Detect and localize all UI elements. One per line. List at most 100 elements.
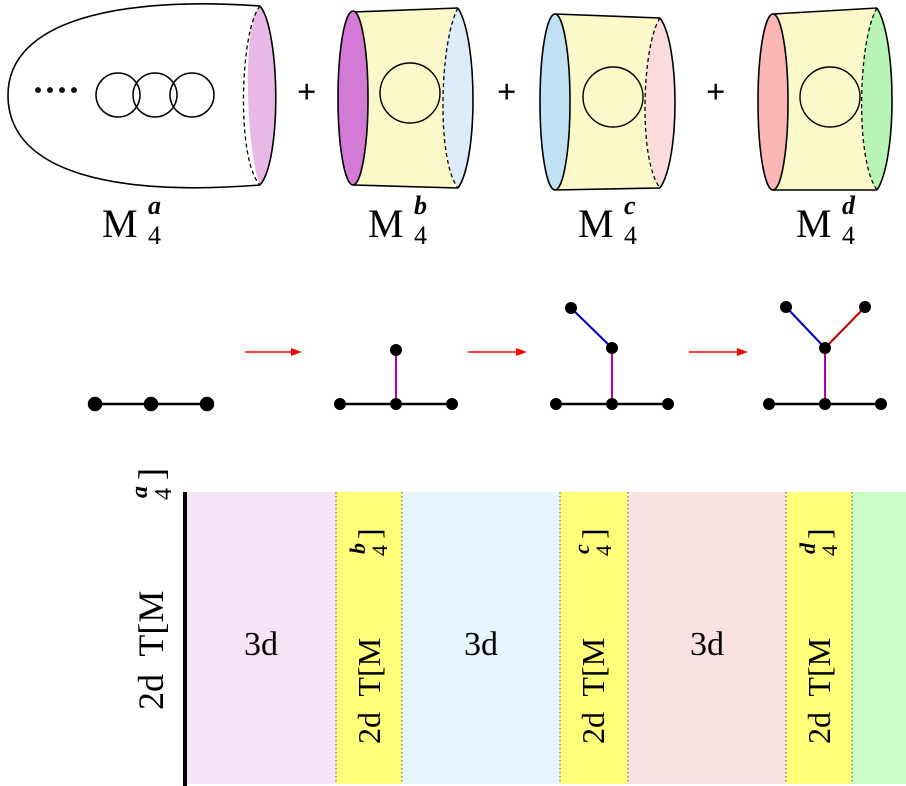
svg-text:M: M <box>578 201 614 246</box>
svg-text:a: a <box>127 486 153 498</box>
svg-text:4: 4 <box>817 545 842 556</box>
band-dividers <box>335 492 853 784</box>
graph-node <box>446 398 458 410</box>
band-3d-2 <box>402 492 560 784</box>
svg-text:2d T[M: 2d T[M <box>351 638 387 744</box>
graph-node <box>780 301 792 313</box>
graph-node <box>390 398 402 410</box>
svg-text:4: 4 <box>148 221 161 250</box>
piece-a-body <box>7 3 261 189</box>
label-piece-a: M a 4 <box>102 191 161 250</box>
band-2d-d <box>786 492 852 784</box>
piece-a-dots: ···· <box>32 70 80 110</box>
piece-b-left-cap <box>337 10 369 186</box>
svg-text:M: M <box>368 201 404 246</box>
label-piece-d: M d 4 <box>796 191 856 250</box>
plus-sign-2: + <box>497 74 516 111</box>
strip: 3d 3d 3d 2d T[M 4 a ] 2d T[M 4 b ] 2d T[… <box>127 468 906 786</box>
svg-text:4: 4 <box>367 545 392 556</box>
graph-node <box>819 342 831 354</box>
svg-text:]: ] <box>575 528 611 539</box>
band-3d-3-label: 3d <box>690 626 724 663</box>
piece-c-tube <box>555 14 675 190</box>
piece-b-tube <box>353 8 473 188</box>
piece-b <box>337 7 474 189</box>
graph-3 <box>550 302 674 410</box>
plus-sign-3: + <box>706 74 725 111</box>
graph-node <box>199 396 215 412</box>
band-3d-1 <box>186 492 336 784</box>
piece-a: ···· <box>7 3 277 189</box>
arrow-3 <box>689 348 748 356</box>
graph-2 <box>334 344 458 410</box>
graph-node <box>763 398 775 410</box>
graph-node <box>143 396 159 412</box>
svg-text:2d T[M: 2d T[M <box>131 591 171 710</box>
band-end <box>852 492 906 784</box>
piece-d-right-cap-back <box>860 7 878 191</box>
piece-b-loop <box>379 62 441 124</box>
graph-node <box>606 342 618 354</box>
band-2d-b <box>336 492 402 784</box>
torus-handle-2 <box>132 72 178 118</box>
graph-4 <box>763 301 887 410</box>
svg-text:4: 4 <box>842 221 855 250</box>
svg-text:d: d <box>795 542 820 554</box>
graph-node <box>565 302 577 314</box>
band-2d-d-label: 2d T[M 4 d ] <box>795 528 842 744</box>
piece-c <box>539 13 676 191</box>
svg-text:b: b <box>414 191 427 220</box>
plus-sign-1: + <box>297 74 316 111</box>
piece-c-outline <box>554 13 676 191</box>
piece-d-loop <box>799 66 861 128</box>
piece-b-right-cap-back <box>442 7 459 189</box>
svg-text:]: ] <box>351 528 387 539</box>
svg-text:a: a <box>148 191 161 220</box>
svg-text:c: c <box>569 544 594 554</box>
piece-b-right-cap <box>442 8 473 188</box>
torus-handle-3 <box>169 72 215 118</box>
piece-d-right-cap <box>861 8 892 190</box>
svg-text:b: b <box>345 543 370 554</box>
label-piece-b: M b 4 <box>368 191 427 250</box>
band-3d-3 <box>628 492 786 784</box>
piece-b-outline <box>352 7 474 189</box>
piece-c-right-cap-back <box>644 17 661 189</box>
piece-a-cap-front <box>259 5 277 186</box>
piece-c-left-cap <box>539 13 571 191</box>
svg-text:d: d <box>842 191 856 220</box>
graph-node <box>390 344 402 356</box>
svg-text:4: 4 <box>414 221 427 250</box>
graph-node <box>819 398 831 410</box>
piece-d <box>757 7 893 191</box>
svg-text:4: 4 <box>624 221 637 250</box>
piece-d-left-cap <box>757 13 789 191</box>
band-3d-1-label: 3d <box>244 626 278 663</box>
piece-c-loop <box>582 66 644 128</box>
svg-text:c: c <box>624 191 636 220</box>
band-2d-c <box>560 492 628 784</box>
graph-node <box>606 398 618 410</box>
arrow-2 <box>468 348 527 356</box>
torus-handle-1 <box>95 72 141 118</box>
svg-text:2d T[M: 2d T[M <box>575 638 611 744</box>
svg-text:M: M <box>102 201 138 246</box>
graph-node <box>875 398 887 410</box>
svg-text:M: M <box>796 201 832 246</box>
piece-a-cap <box>247 6 276 185</box>
arrow-1 <box>245 348 302 356</box>
graph-1 <box>87 396 215 412</box>
piece-d-tube <box>773 8 892 190</box>
piece-d-outline <box>772 7 893 191</box>
svg-text:]: ] <box>131 468 171 480</box>
svg-text:]: ] <box>801 528 837 539</box>
graph-node <box>859 301 871 313</box>
band-2d-c-label: 2d T[M 4 c ] <box>569 528 616 744</box>
label-piece-c: M c 4 <box>578 191 637 250</box>
svg-text:4: 4 <box>591 545 616 556</box>
left-boundary-label: 2d T[M 4 a ] <box>127 468 177 710</box>
graph-node <box>87 396 103 412</box>
svg-text:4: 4 <box>151 488 177 500</box>
svg-text:2d T[M: 2d T[M <box>801 638 837 744</box>
